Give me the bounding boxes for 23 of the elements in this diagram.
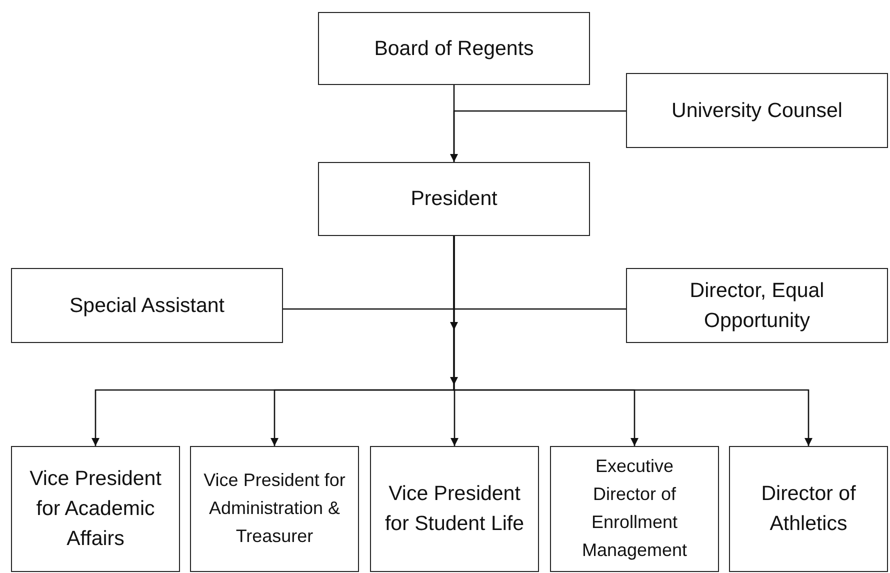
org-box [318, 12, 590, 85]
role-title: Special Assistant [70, 292, 224, 319]
role-title: Executive Director of Enrollment Management [580, 455, 688, 562]
role-title: Director of Athletics [760, 481, 857, 537]
org-box [11, 268, 283, 343]
role-title: Vice President for Academic Affairs [28, 466, 162, 552]
role-title: Board of Regents [374, 36, 534, 62]
connector-line [453, 110, 626, 162]
org-box [550, 446, 719, 572]
org-box [370, 446, 539, 572]
org-box [626, 268, 888, 343]
org-box [318, 162, 590, 236]
connector-line [450, 85, 458, 162]
role-title: Vice President for Student Life [384, 481, 526, 537]
org-box [729, 446, 888, 572]
org-box [626, 73, 888, 148]
org-box [190, 446, 359, 572]
connector-line [453, 236, 812, 446]
role-title: President [410, 186, 498, 212]
org-box [11, 446, 180, 572]
role-title: University Counsel [672, 98, 842, 124]
role-title: Director, Equal Opportunity [688, 278, 826, 334]
role-title: Vice President for Administration & Treasurer [203, 469, 346, 548]
